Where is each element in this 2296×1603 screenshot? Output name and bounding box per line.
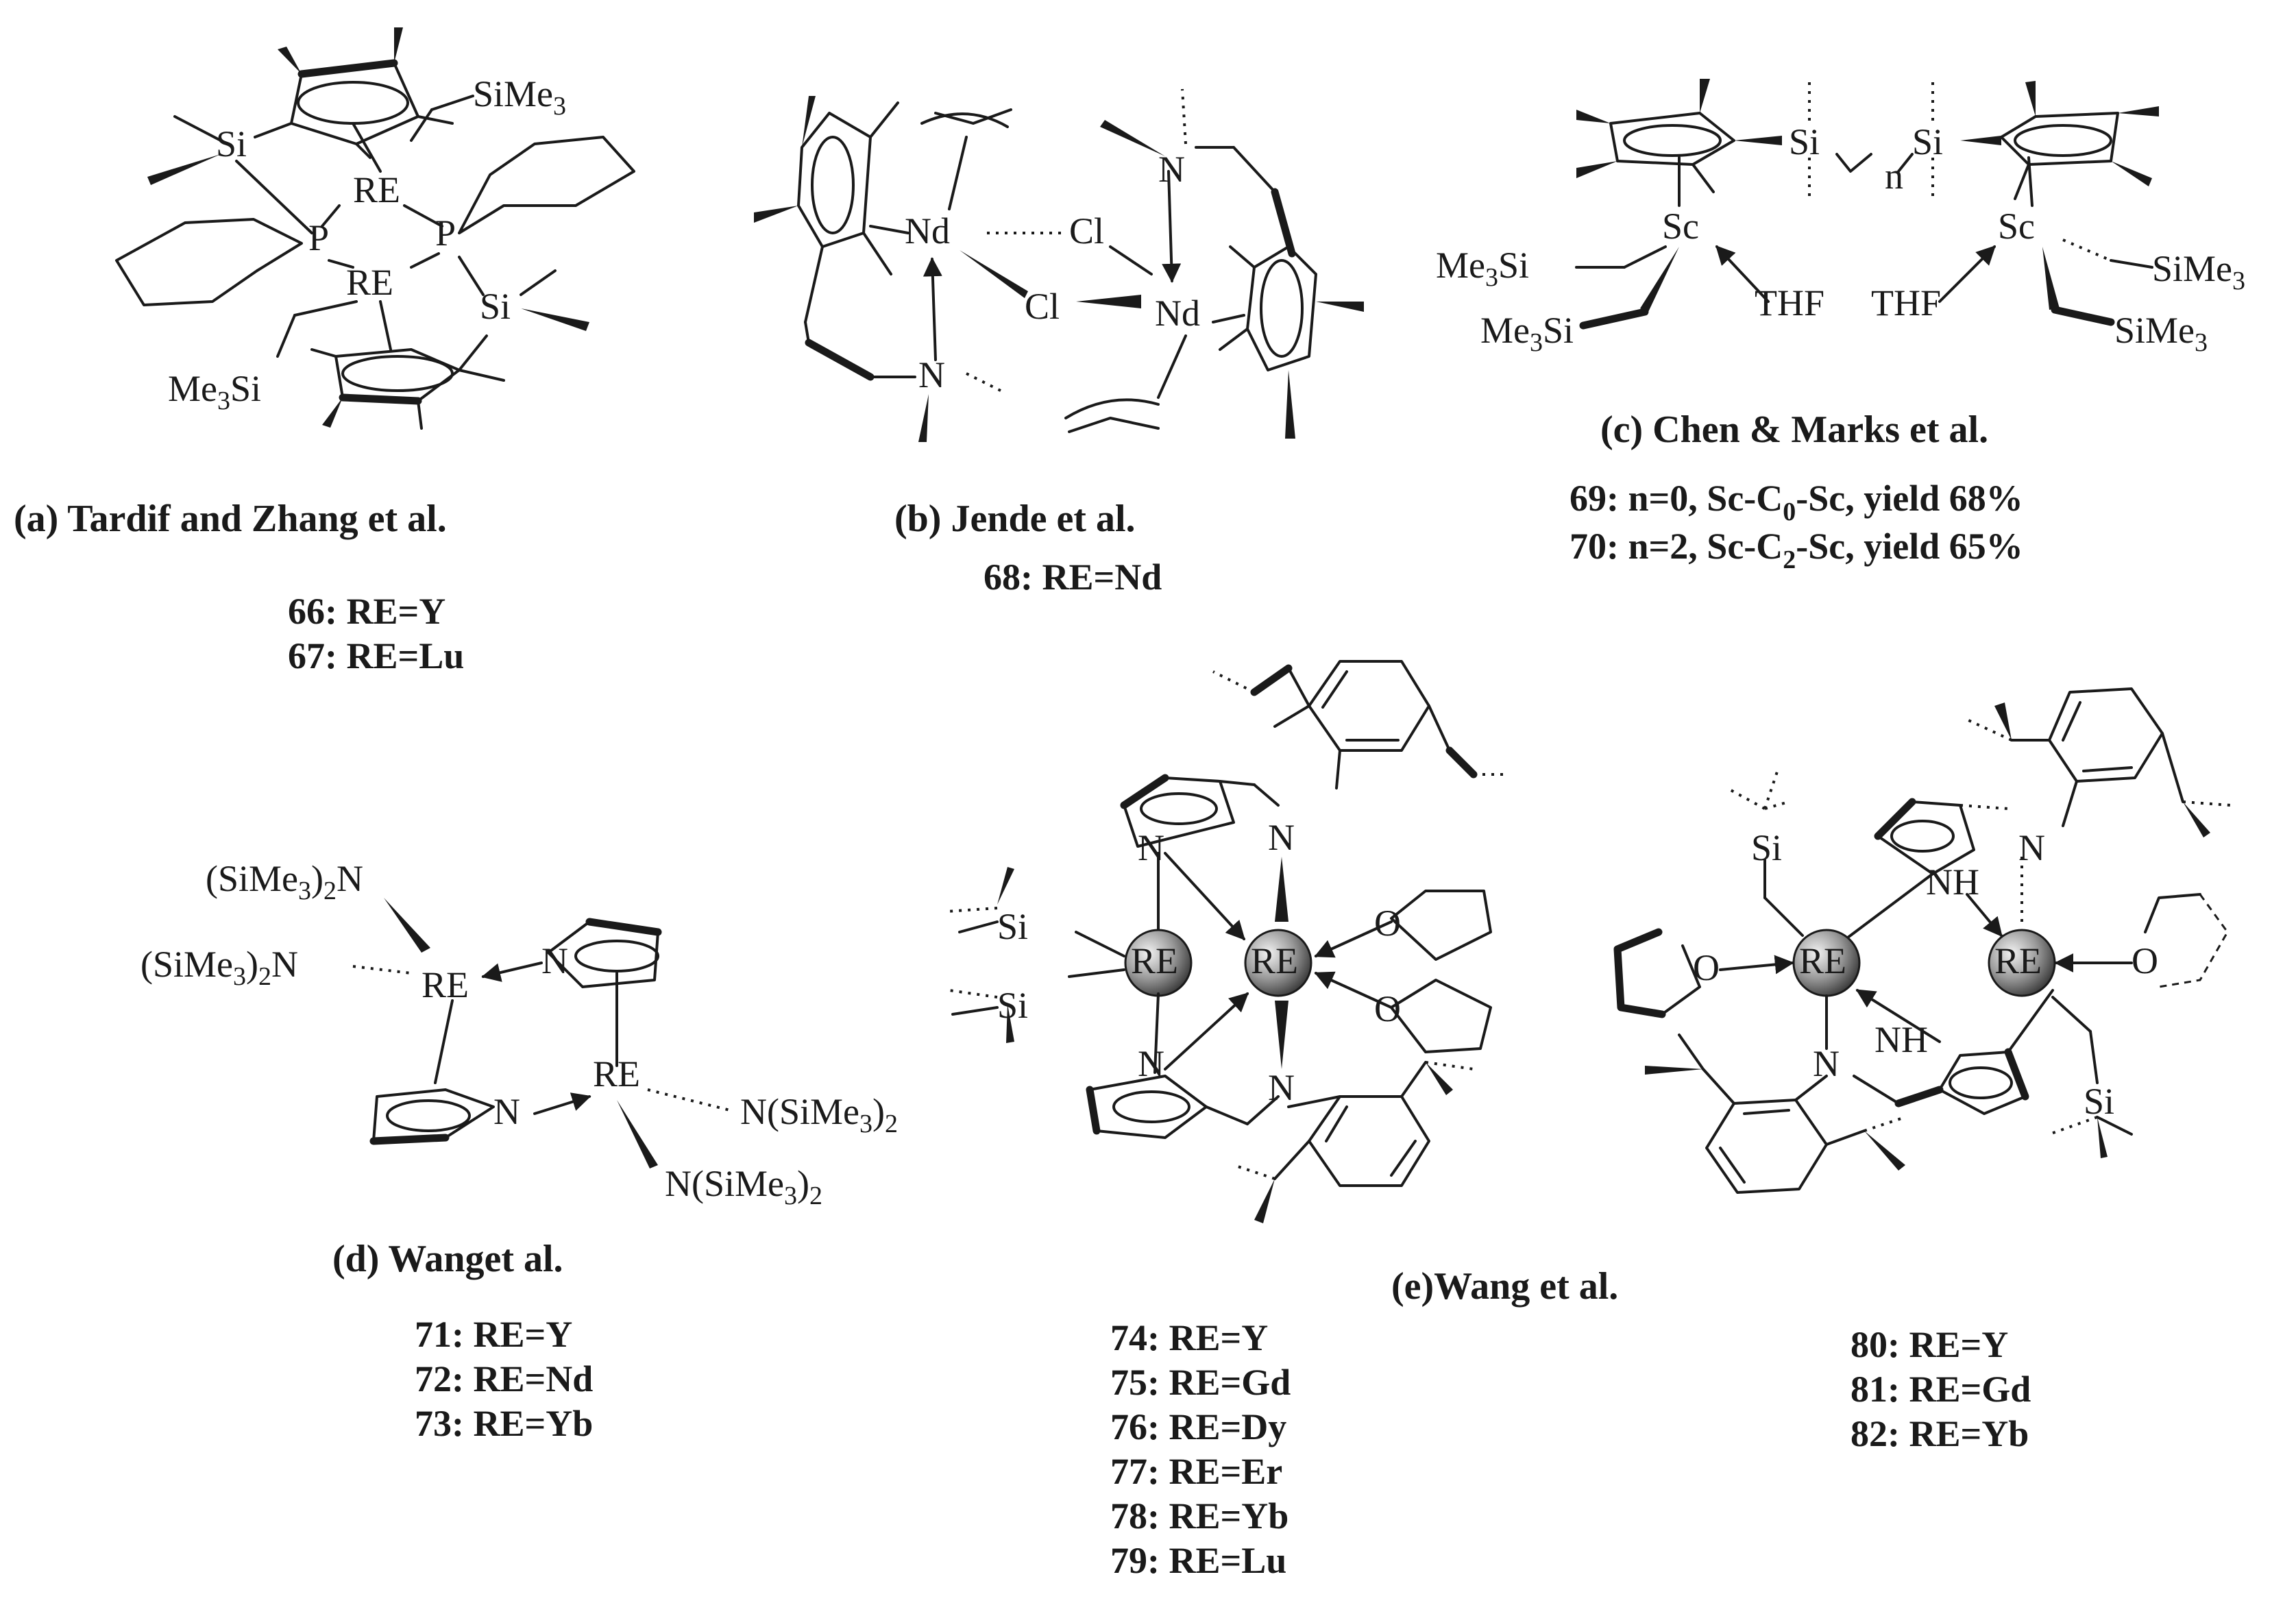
e-left-o-label-1: O	[1374, 903, 1401, 944]
panel-c-caption: (c) Chen & Marks et al.	[1600, 408, 1988, 451]
a-re-label-bottom: RE	[346, 262, 393, 303]
c-thf-label-left: THF	[1755, 282, 1824, 323]
e-left-si-label-1: Si	[997, 906, 1028, 947]
panel-c-structure: Si n Si Sc Sc Me3Si Me3Si THF THF SiMe3 …	[1436, 79, 2245, 357]
panel-e-compound-74: 74: RE=Y	[1110, 1317, 1268, 1358]
panel-a-caption: (a) Tardif and Zhang et al.	[14, 498, 447, 540]
c-n-label: n	[1885, 156, 1903, 197]
c-sc-label-right: Sc	[1998, 206, 2035, 247]
panel-e-left-structure: RE RE N N N N O O Si Si	[945, 660, 1508, 1223]
e-left-n-label-pyrrole-bottom: N	[1138, 1043, 1164, 1084]
d-amide-label-4: N(SiMe3)2	[665, 1163, 822, 1210]
panel-e-compound-82: 82: RE=Yb	[1851, 1413, 2029, 1454]
c-thf-label-right: THF	[1871, 282, 1941, 323]
b-cl-label-2: Cl	[1025, 286, 1060, 327]
c-sime3-label-2: SiMe3	[2114, 310, 2208, 357]
e-left-si-label-2: Si	[997, 985, 1028, 1026]
panel-b-caption: (b) Jende et al.	[894, 498, 1136, 540]
panel-d-structure: (SiMe3)2N (SiMe3)2N RE N N RE N(SiMe3)2 …	[141, 858, 898, 1210]
c-si-label-left: Si	[1789, 121, 1820, 162]
e-right-re-label-1: RE	[1799, 940, 1846, 981]
d-amide-label-3: N(SiMe3)2	[740, 1091, 898, 1138]
e-right-nh-label-bottom: NH	[1874, 1019, 1928, 1060]
e-right-n-label-amide-bottom: N	[1813, 1043, 1840, 1084]
e-left-o-label-2: O	[1374, 988, 1401, 1029]
a-p-label-left: P	[308, 217, 329, 258]
panel-d-compound-71: 71: RE=Y	[415, 1314, 572, 1355]
panel-e-compound-80: 80: RE=Y	[1851, 1324, 2008, 1365]
a-si-label-left: Si	[216, 123, 247, 164]
panel-e-compound-75: 75: RE=Gd	[1110, 1362, 1291, 1403]
panel-a-compound-67: 67: RE=Lu	[288, 635, 464, 676]
d-re-label-1: RE	[422, 964, 469, 1005]
a-me3si-label: Me3Si	[168, 368, 261, 415]
e-right-si-label-top: Si	[1751, 827, 1782, 868]
a-re-label-top: RE	[353, 169, 400, 210]
a-sime3-label-top: SiMe3	[473, 73, 566, 121]
e-right-si-label-bottom: Si	[2084, 1081, 2114, 1122]
panel-d-compound-73: 73: RE=Yb	[415, 1403, 593, 1444]
panel-e-compound-79: 79: RE=Lu	[1110, 1540, 1286, 1581]
panel-b-compound-68: 68: RE=Nd	[984, 556, 1162, 598]
c-sc-label-left: Sc	[1662, 206, 1699, 247]
c-sime3-label-1: SiMe3	[2152, 248, 2245, 295]
d-amide-label-2: (SiMe3)2N	[141, 944, 298, 991]
a-si-label-right: Si	[480, 286, 511, 327]
panel-a-compound-66: 66: RE=Y	[288, 591, 445, 632]
c-me3si-label-1: Me3Si	[1436, 245, 1529, 292]
panel-e-right-structure: Si RE RE NH N O O N NH Si	[1613, 687, 2232, 1194]
c-si-label-right: Si	[1912, 121, 1943, 162]
d-amide-label-1: (SiMe3)2N	[206, 858, 363, 905]
panel-c-compound-69: 69: n=0, Sc-C0-Sc, yield 68%	[1570, 478, 2023, 526]
panel-e-compound-78: 78: RE=Yb	[1110, 1495, 1289, 1537]
c-me3si-label-2: Me3Si	[1480, 310, 1574, 357]
panel-c-compound-70: 70: n=2, Sc-C2-Sc, yield 65%	[1570, 526, 2023, 574]
panel-d-caption: (d) Wanget al.	[332, 1238, 563, 1280]
b-n-label-bottom: N	[918, 354, 945, 395]
b-nd-label-1: Nd	[905, 210, 950, 252]
panel-a-structure: SiMe3 Si RE P P RE Si Me3Si	[115, 27, 635, 430]
panel-b-structure: Nd Cl Cl Nd N N	[754, 88, 1364, 442]
panel-d-compound-72: 72: RE=Nd	[415, 1358, 593, 1399]
e-left-re-label-1: RE	[1131, 940, 1178, 981]
e-right-o-label-right: O	[2132, 940, 2158, 981]
d-re-label-2: RE	[593, 1053, 640, 1094]
d-n-label-1: N	[541, 940, 568, 981]
e-left-re-label-2: RE	[1251, 940, 1298, 981]
e-right-re-label-2: RE	[1994, 940, 2042, 981]
panel-e-caption: (e)Wang et al.	[1391, 1265, 1618, 1308]
e-left-n-label-amide-top: N	[1268, 817, 1295, 858]
e-left-n-label-amide-bottom: N	[1268, 1067, 1295, 1108]
d-n-label-2: N	[493, 1091, 520, 1132]
e-right-n-label-amide-top: N	[2018, 827, 2045, 868]
e-right-o-label-left: O	[1693, 947, 1720, 988]
b-cl-label-1: Cl	[1069, 210, 1104, 252]
b-n-label-top: N	[1158, 149, 1185, 190]
panel-e-compound-81: 81: RE=Gd	[1851, 1369, 2031, 1410]
panel-e-compound-76: 76: RE=Dy	[1110, 1406, 1286, 1447]
b-nd-label-2: Nd	[1155, 293, 1200, 334]
a-p-label-right: P	[435, 212, 456, 254]
e-right-nh-label-top: NH	[1926, 861, 1979, 903]
panel-e-compound-77: 77: RE=Er	[1110, 1451, 1282, 1492]
e-left-n-label-pyrrole-top: N	[1138, 827, 1164, 868]
